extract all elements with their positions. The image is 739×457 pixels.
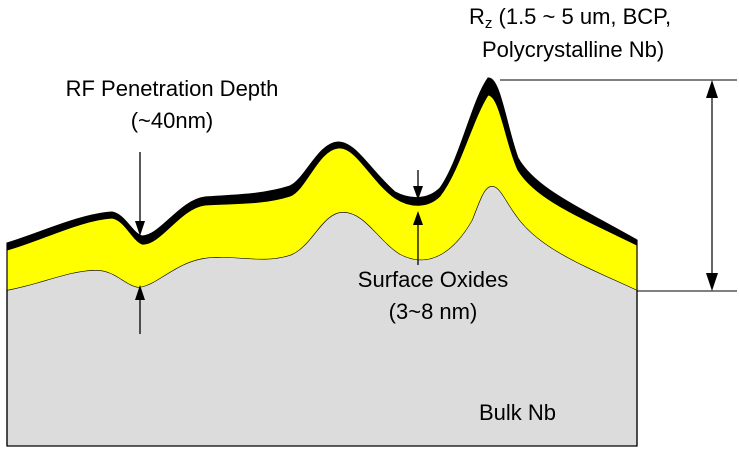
rz-label-line1: Rz (1.5 ~ 5 um, BCP, bbox=[469, 4, 671, 32]
rf-depth-top-arrow bbox=[135, 152, 145, 236]
rf-depth-bottom-arrow bbox=[135, 285, 145, 334]
oxide-top-arrow bbox=[413, 170, 423, 200]
rz-subscript: z bbox=[485, 15, 493, 32]
rf-penetration-layer bbox=[7, 95, 637, 290]
bulk-nb-label: Bulk Nb bbox=[479, 400, 556, 425]
rz-symbol: R bbox=[469, 4, 485, 29]
rz-range-text: (1.5 ~ 5 um, BCP, bbox=[492, 4, 671, 29]
oxide-label-line2: (3~8 nm) bbox=[389, 299, 478, 324]
oxide-label-line1: Surface Oxides bbox=[358, 267, 508, 292]
rf-depth-label-line1: RF Penetration Depth bbox=[66, 76, 279, 101]
rf-depth-label-line2: (~40nm) bbox=[131, 108, 214, 133]
oxide-bottom-arrow bbox=[413, 211, 423, 265]
rz-height-arrow bbox=[706, 80, 718, 291]
rz-label-line2: Polycrystalline Nb) bbox=[482, 37, 664, 62]
